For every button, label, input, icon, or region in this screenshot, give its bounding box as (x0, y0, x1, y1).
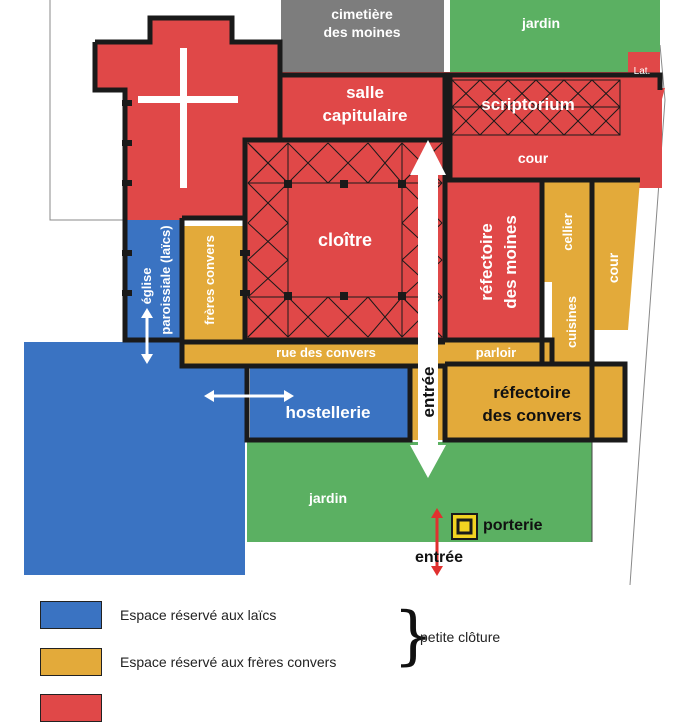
label-refectoire-convers-1: réfectoire (493, 383, 570, 402)
eglise-paroissiale-area (125, 220, 182, 342)
east-upper (610, 88, 662, 188)
label-hostellerie: hostellerie (285, 403, 370, 422)
legend-brace: } (393, 599, 434, 673)
label-jardin-sud: jardin (308, 490, 347, 506)
freres-convers-area (182, 226, 245, 340)
label-cellier: cellier (560, 213, 575, 251)
salle-capitulaire-area (280, 72, 450, 140)
label-cuisines: cuisines (564, 296, 579, 348)
laics-arrow-vertical (141, 308, 153, 364)
label-lat: Lat. (634, 66, 651, 77)
label-jardin-nord: jardin (521, 15, 560, 31)
cour-est-area (592, 180, 640, 330)
label-parloir: parloir (476, 345, 516, 360)
walls (92, 15, 663, 443)
abbey-church (95, 18, 300, 226)
label-refectoire-moines-1: réfectoire (477, 223, 496, 300)
label-cloitre: cloître (318, 230, 372, 250)
label-refectoire-moines-2: des moines (501, 215, 520, 309)
laics-court (24, 342, 245, 575)
refectoire-convers-area (445, 364, 625, 440)
label-entree-centrale: entrée (419, 366, 438, 417)
label-cimetiere-2: des moines (323, 24, 400, 40)
hostellerie-area (250, 366, 410, 438)
label-salle-2: capitulaire (322, 106, 407, 125)
parloir-area (445, 340, 552, 364)
label-scriptorium: scriptorium (481, 95, 575, 114)
legend-item-moines (40, 693, 102, 723)
scriptorium-vaults (451, 79, 621, 136)
cimetiere-des-moines (281, 0, 444, 72)
cellier-area (542, 180, 592, 282)
cloitre-garth (290, 185, 400, 295)
porterie-entrance-arrow (431, 508, 443, 576)
refectoire-moines-area (445, 180, 542, 340)
legend-label-convers: Espace réservé aux frères convers (120, 654, 337, 670)
laics-arrow-horizontal (204, 390, 294, 402)
label-eglise-1: église (139, 268, 154, 305)
cross-vertical (180, 48, 187, 188)
legend-swatch-moines (40, 694, 102, 722)
legend-swatch-convers (40, 648, 102, 676)
porterie-building (451, 513, 478, 540)
label-rue-des-convers: rue des convers (276, 345, 376, 360)
label-eglise-2: paroissiale (laïcs) (158, 225, 173, 334)
wall-piers (122, 100, 406, 300)
label-cour-nord: cour (518, 150, 549, 166)
label-cour-est: cour (605, 252, 621, 283)
legend-label-laics: Espace réservé aux laïcs (120, 607, 277, 623)
legend-swatch-laics (40, 601, 102, 629)
label-entree-porterie: entrée (415, 549, 463, 566)
entree-arrow (410, 140, 446, 478)
label-porterie: porterie (483, 517, 543, 534)
legend: Espace réservé aux laïcs Espace réservé … (0, 585, 700, 722)
cuisines-area (552, 282, 592, 364)
label-salle-1: salle (346, 83, 384, 102)
jardin-nord (450, 0, 660, 72)
lat-area (628, 52, 660, 88)
site-outline (49, 0, 125, 221)
cross-horizontal (138, 96, 238, 103)
legend-item-laics: Espace réservé aux laïcs (40, 600, 276, 630)
label-freres-convers: frères convers (202, 235, 217, 325)
abbey-floor-plan: cimetière des moines jardin Lat. salle c… (24, 0, 666, 585)
label-refectoire-convers-2: des convers (482, 406, 581, 425)
legend-group-label: petite clôture (420, 629, 501, 645)
label-cimetiere-1: cimetière (331, 6, 393, 22)
legend-item-convers: Espace réservé aux frères convers (40, 647, 336, 677)
